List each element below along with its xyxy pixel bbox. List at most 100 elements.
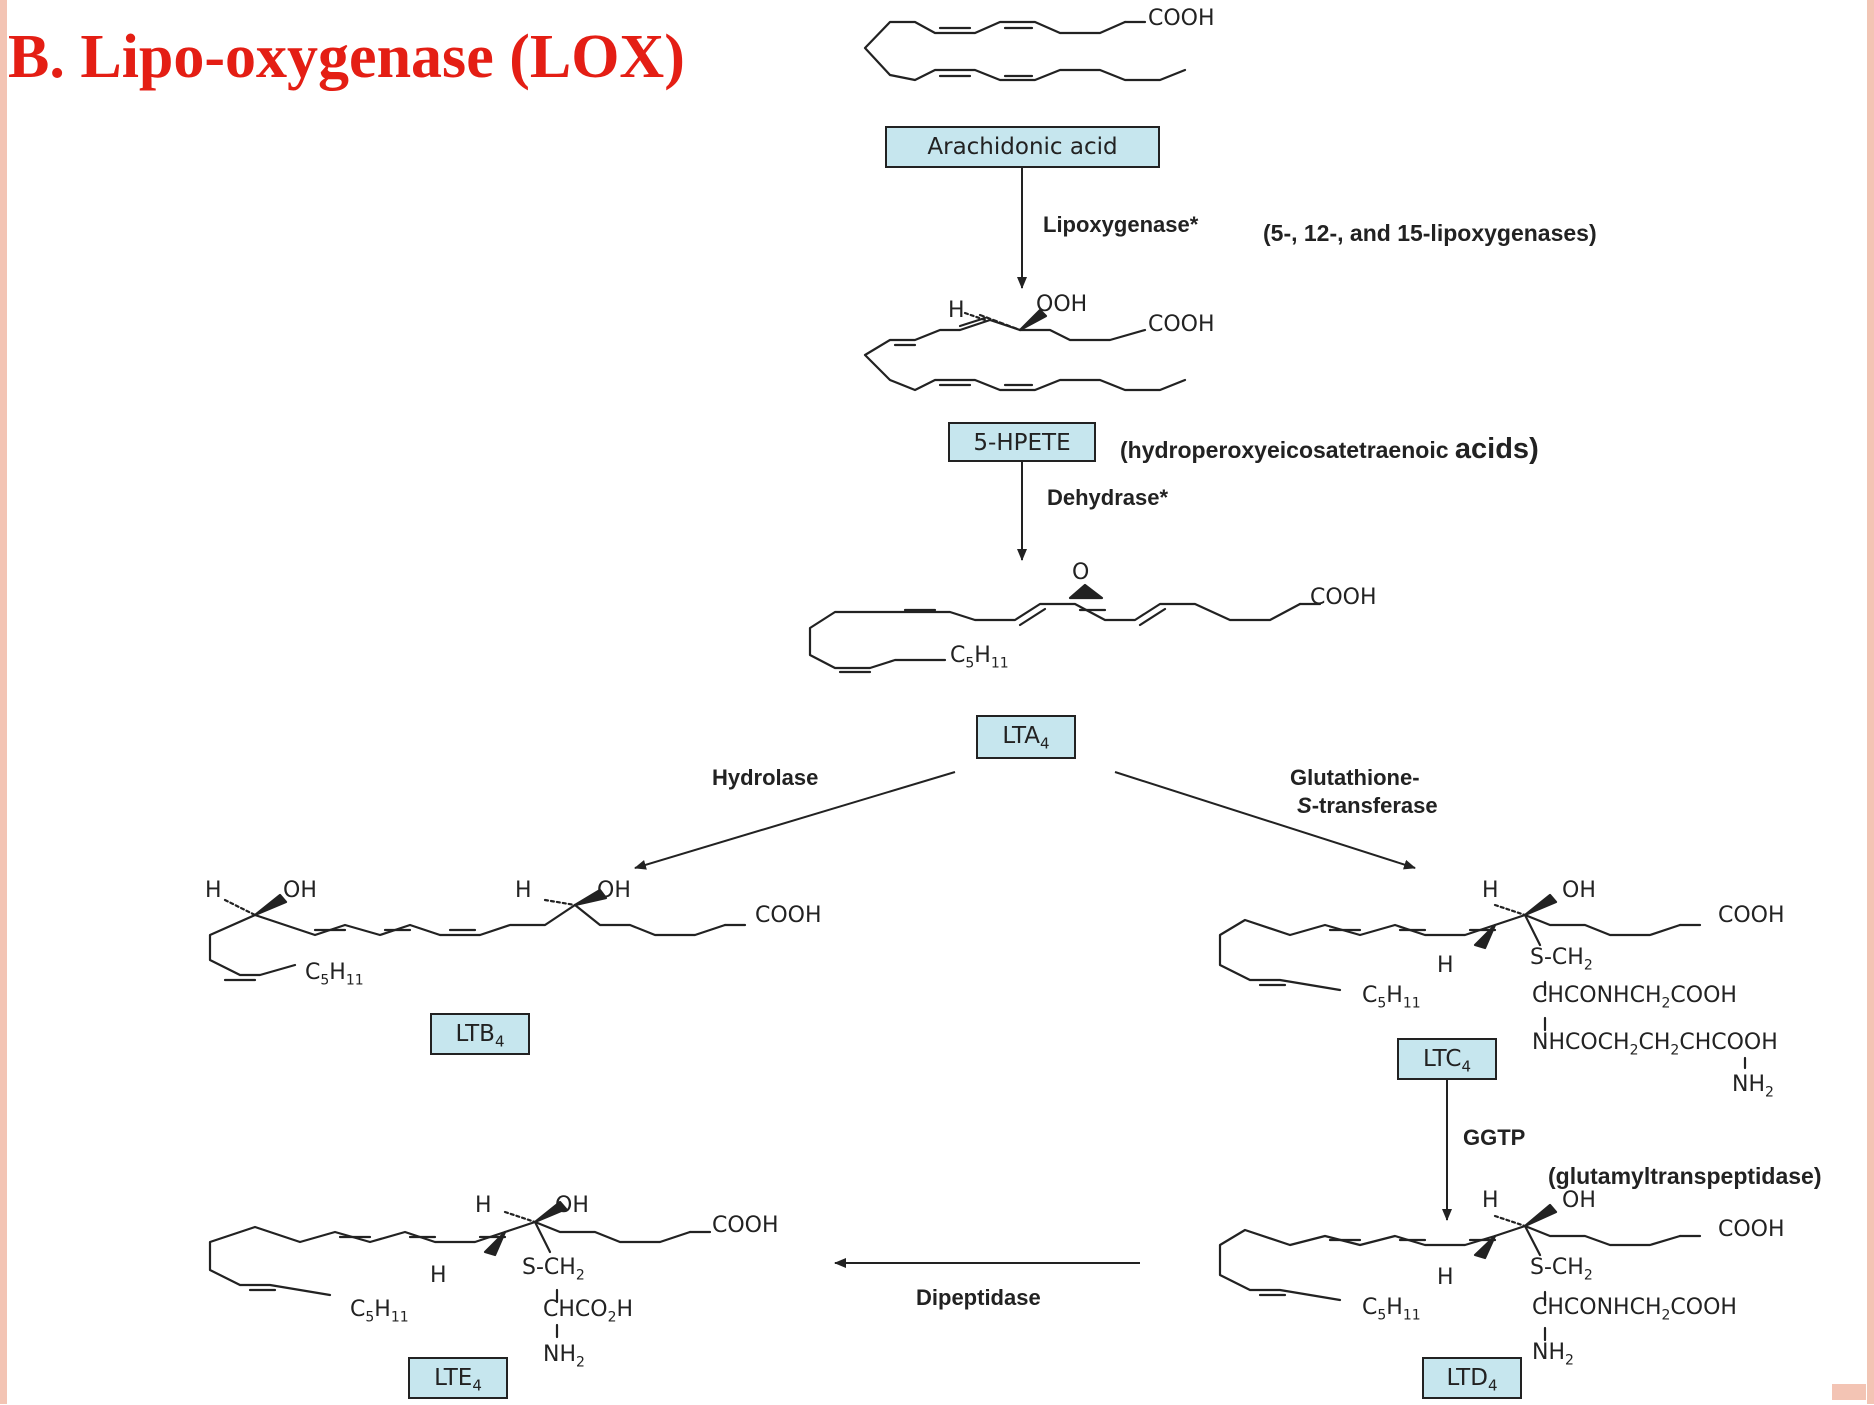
c-sub: 5 [1377, 1307, 1387, 1324]
sub-two: 2 [1661, 995, 1671, 1012]
enzyme-dipeptidase: Dipeptidase [916, 1285, 1041, 1310]
compound-box-lta4: LTA4 [976, 715, 1076, 759]
hpete-cooh: COOH [1148, 312, 1215, 337]
h-atom: H [1386, 1295, 1403, 1320]
lta4-o: O [1072, 560, 1090, 585]
ltb4-c5h11: C5H11 [305, 960, 364, 988]
aa-cooh: COOH [1148, 6, 1215, 31]
ltd4-chconhch2cooh: CHCONHCH2COOH [1532, 1295, 1737, 1323]
c-atom: C [350, 1297, 366, 1322]
chconh-text: CHCONHCH [1532, 983, 1662, 1008]
enzyme-hydrolase: Hydrolase [712, 765, 819, 790]
compound-box-ltd4: LTD4 [1422, 1357, 1522, 1399]
enzyme-lipoxygenase: Lipoxygenase* [1043, 212, 1199, 237]
h-atom: H [974, 643, 991, 668]
ch-text: CH [1638, 1030, 1671, 1055]
c-atom: C [1362, 1295, 1378, 1320]
ltd4-h1: H [1482, 1188, 1499, 1213]
nhcoch-text: NHCOCH [1532, 1030, 1630, 1055]
enzyme-ggtp-note: (glutamyltranspeptidase) [1548, 1163, 1822, 1189]
enzyme-dehydrase: Dehydrase* [1047, 485, 1169, 510]
slide-title: B. Lipo-oxygenase (LOX) [8, 23, 685, 91]
arachidonic-acid-label: Arachidonic acid [927, 134, 1118, 160]
cooh-tail: COOH [1670, 1295, 1737, 1320]
c-sub: 5 [965, 655, 975, 672]
hpete-note-b: acids) [1454, 433, 1539, 465]
compound-box-ltc4: LTC4 [1397, 1038, 1497, 1080]
h-sub: 11 [1402, 1307, 1421, 1324]
h-atom: H [374, 1297, 391, 1322]
ltd4-label: LTD [1446, 1365, 1488, 1391]
ltc4-subscript: 4 [1461, 1057, 1471, 1076]
lta4-label: LTA [1002, 723, 1041, 749]
h-atom: H [329, 960, 346, 985]
lte4-c5h11: C5H11 [350, 1297, 409, 1325]
cooh-tail: COOH [1670, 983, 1737, 1008]
hpete-ooh: OOH [1036, 292, 1088, 317]
lte4-label: LTE [434, 1365, 473, 1391]
lte4-structure [208, 1210, 712, 1339]
enzyme-glutathione-line2: S-transferase [1297, 793, 1438, 819]
compound-box-5-hpete: 5-HPETE [948, 422, 1096, 462]
lte4-h1: H [475, 1193, 492, 1218]
lta4-c5h11: C5H11 [950, 643, 1009, 671]
compound-box-ltb4: LTB4 [430, 1013, 530, 1055]
ltb4-oh2: OH [597, 878, 631, 903]
glutathione-transferase-text: -transferase [1311, 793, 1438, 818]
ltc4-chconhch2cooh: CHCONHCH2COOH [1532, 983, 1737, 1011]
h-sub: 11 [345, 972, 364, 989]
corner-decoration [1832, 1384, 1866, 1400]
compound-box-lte4: LTE4 [408, 1357, 508, 1399]
enzyme-lipoxygenase-note: (5-, 12-, and 15-lipoxygenases) [1263, 220, 1597, 246]
ltb4-label: LTB [455, 1021, 495, 1047]
ltc4-label: LTC [1423, 1046, 1462, 1072]
s-ch-text: S-CH [1530, 1255, 1584, 1280]
sub-two: 2 [1629, 1042, 1639, 1059]
hpete-note: (hydroperoxyeicosatetraenoic acids) [1120, 433, 1539, 466]
h-sub: 11 [1402, 995, 1421, 1012]
compound-box-arachidonic-acid: Arachidonic acid [885, 126, 1160, 168]
ltb4-oh1: OH [283, 878, 317, 903]
o2h-text: H [616, 1297, 634, 1322]
hpete-label: 5-HPETE [973, 430, 1071, 456]
hpete-structure [863, 311, 1187, 392]
ltb4-subscript: 4 [494, 1032, 505, 1051]
h-sub: 11 [390, 1309, 409, 1326]
ltc4-cooh: COOH [1718, 903, 1785, 928]
hpete-note-a: (hydroperoxyeicosatetraenoic [1120, 437, 1455, 463]
ltc4-h1: H [1482, 878, 1499, 903]
ltd4-subscript: 4 [1487, 1376, 1498, 1395]
lte4-nh2: NH2 [543, 1342, 585, 1370]
lte4-s-ch2: S-CH2 [522, 1255, 585, 1283]
s-ch-text: S-CH [1530, 945, 1584, 970]
lte4-chco2h: CHCO2H [543, 1297, 633, 1325]
ltb4-structure [208, 898, 747, 982]
lte4-oh: OH [555, 1193, 589, 1218]
sub-two: 2 [1583, 1267, 1593, 1284]
ltd4-c5h11: C5H11 [1362, 1295, 1421, 1323]
arrow-glutathione-transferase [1114, 771, 1416, 870]
chco-text: CHCO [543, 1297, 608, 1322]
ltc4-nhcoch2ch2chcooh: NHCOCH2CH2CHCOOH [1532, 1030, 1778, 1058]
enzyme-ggtp: GGTP [1463, 1125, 1526, 1150]
sub-two: 2 [1565, 1352, 1574, 1369]
c-atom: C [950, 643, 966, 668]
ltc4-c5h11: C5H11 [1362, 983, 1421, 1011]
lte4-h2: H [430, 1263, 447, 1288]
ltc4-oh: OH [1562, 878, 1596, 903]
nh-text: NH [1732, 1072, 1765, 1097]
sub-two: 2 [576, 1354, 585, 1371]
lte4-cooh: COOH [712, 1213, 779, 1238]
nh-text: NH [543, 1342, 576, 1367]
s-ch-text: S-CH [522, 1255, 576, 1280]
sub-two: 2 [1583, 957, 1593, 974]
sub-two: 2 [607, 1309, 617, 1326]
c-atom: C [1362, 983, 1378, 1008]
lta4-cooh: COOH [1310, 585, 1377, 610]
sub-two: 2 [1661, 1307, 1671, 1324]
lta4-structure [808, 602, 1322, 674]
nh-text: NH [1532, 1340, 1565, 1365]
h-atom: H [1386, 983, 1403, 1008]
slide-border-right [1867, 0, 1874, 1404]
